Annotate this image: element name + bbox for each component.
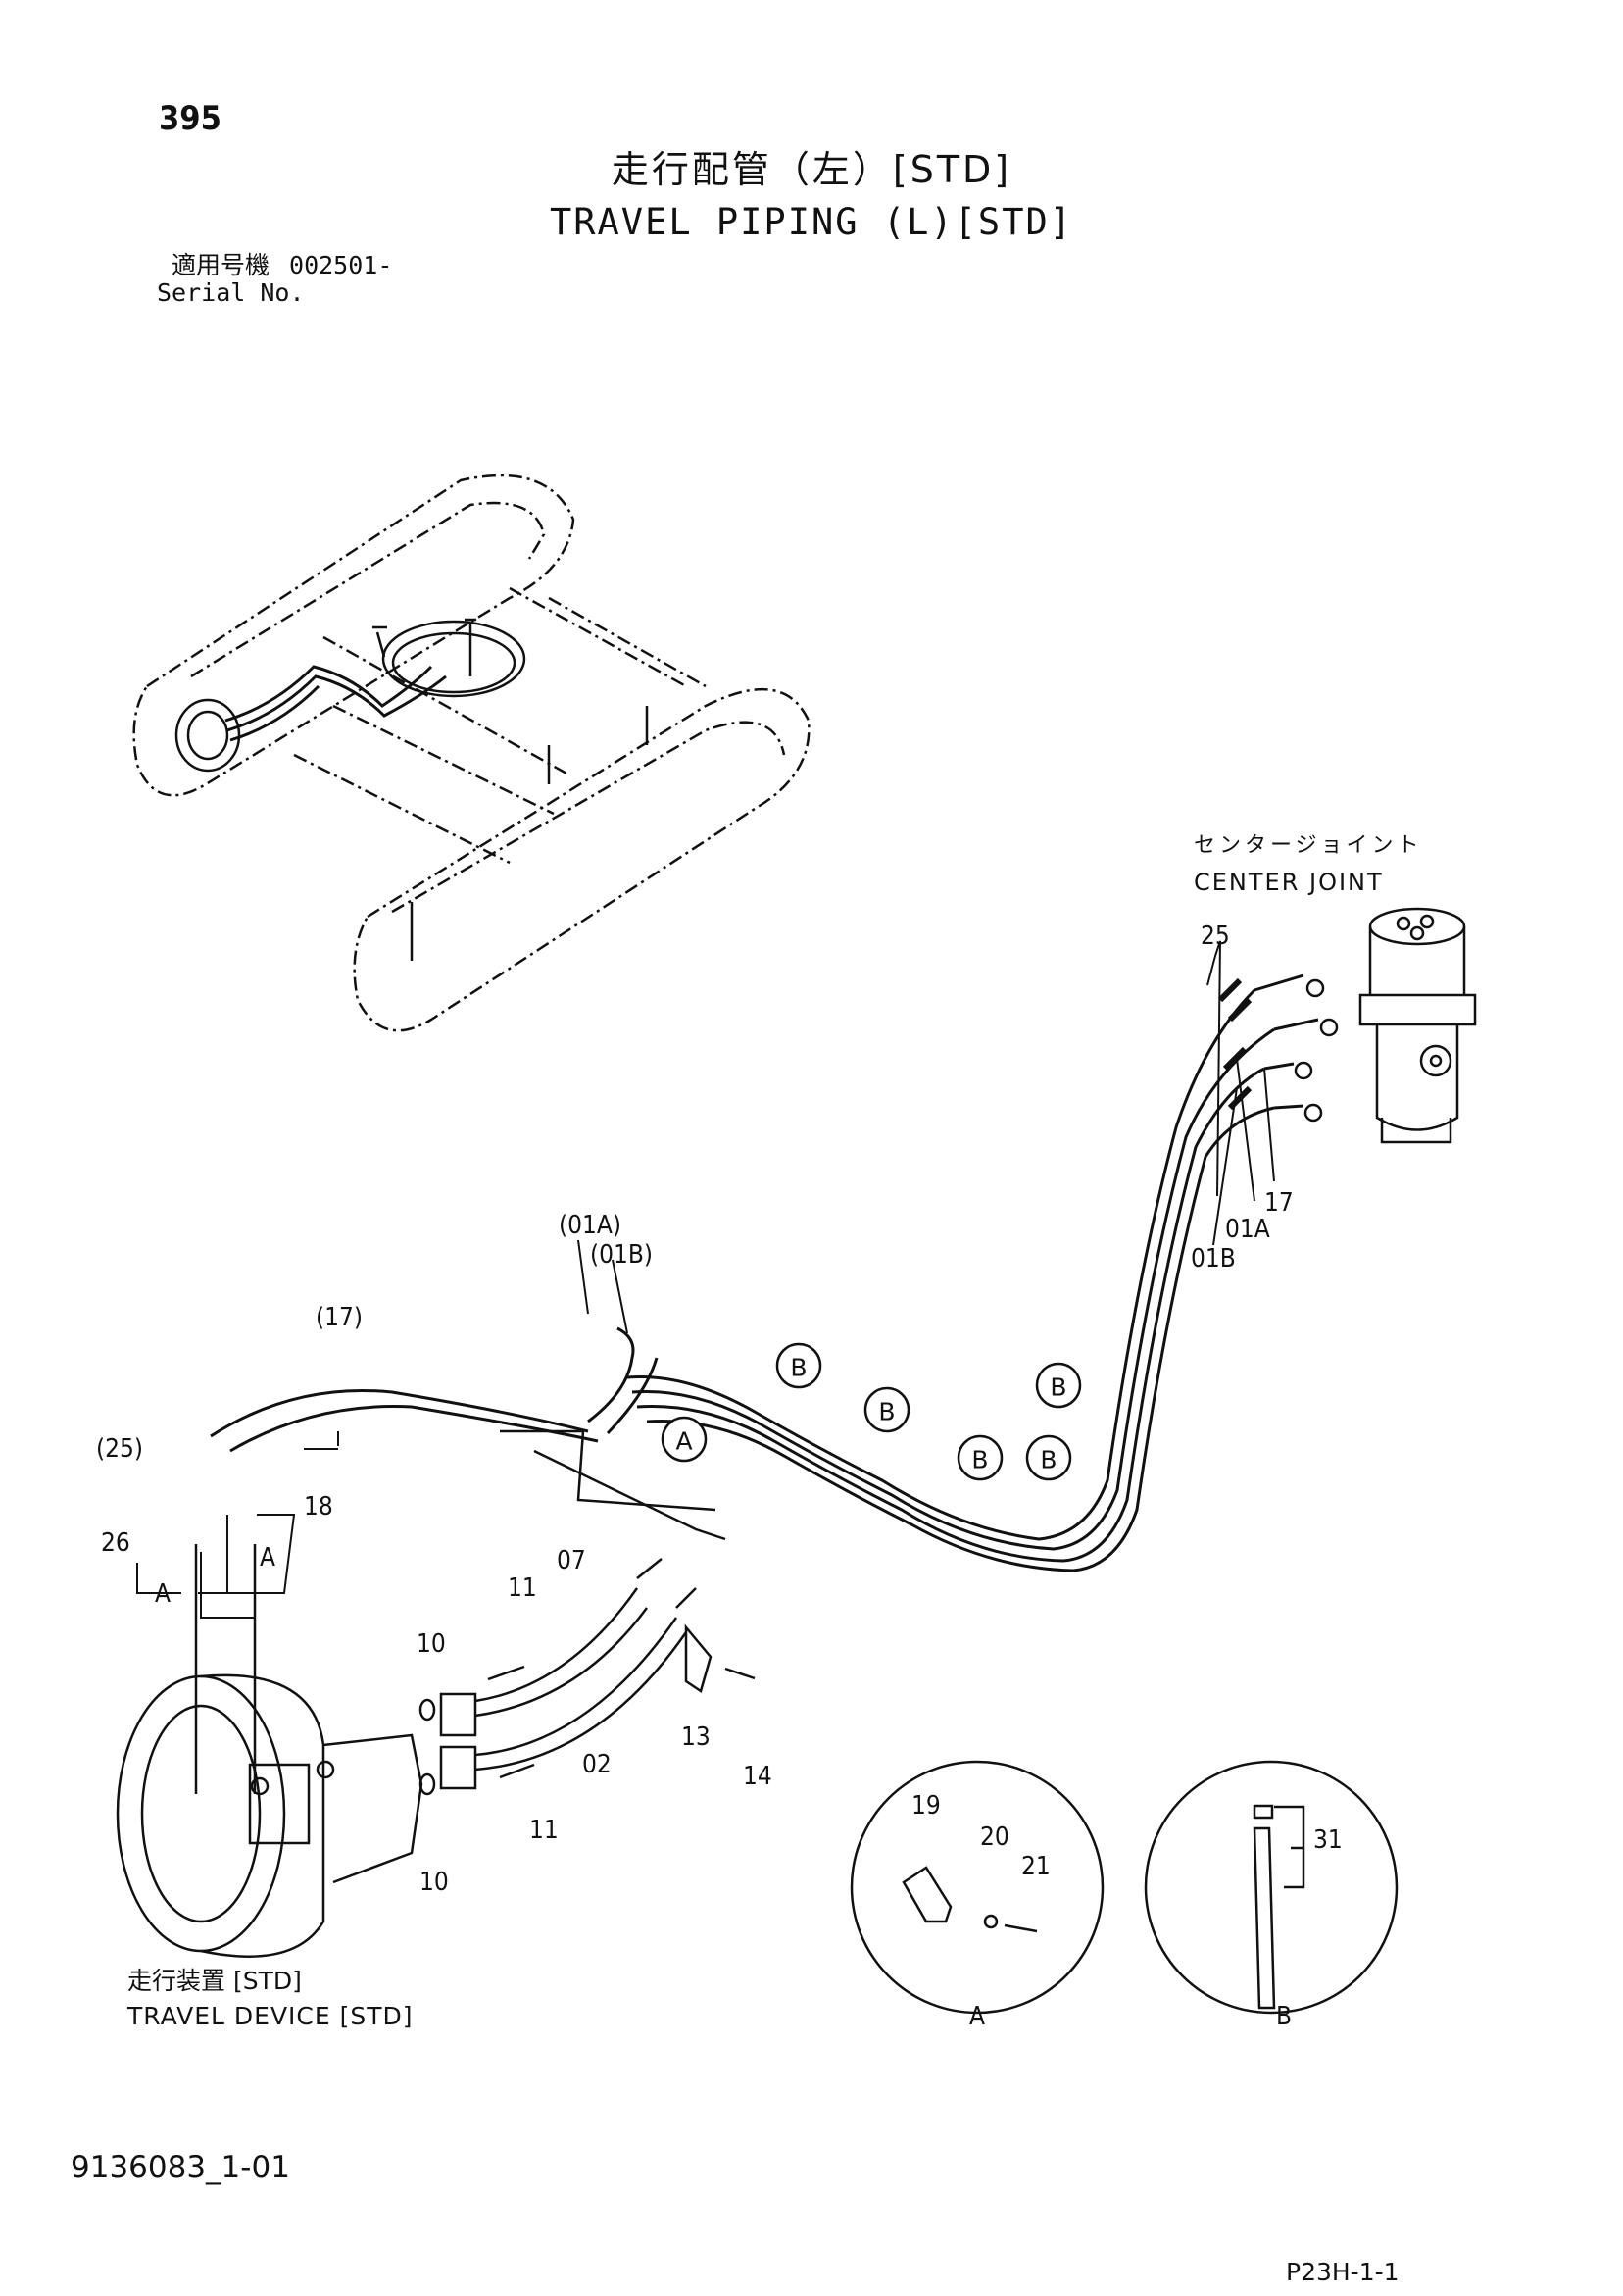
- center-joint-label-english: CENTER JOINT: [1194, 869, 1384, 896]
- label-detail-b: B: [1276, 2002, 1292, 2031]
- label-25: 25: [1201, 922, 1230, 951]
- label-07: 07: [557, 1546, 586, 1575]
- center-joint-label-japanese: センタージョイント: [1194, 833, 1423, 858]
- label-01a: 01A: [1225, 1215, 1270, 1244]
- label-18: 18: [304, 1492, 333, 1522]
- label-detail-a: A: [969, 2002, 985, 2031]
- document-number: 9136083_1-01: [71, 2150, 290, 2185]
- travel-device-label-japanese: 走行装置 [STD]: [127, 1967, 302, 1995]
- label-01a-paren: (01A): [559, 1211, 621, 1240]
- circle-callout-b1-text: B: [790, 1354, 807, 1382]
- label-a-right: A: [260, 1543, 275, 1572]
- page-code: P23H-1-1: [1286, 2258, 1400, 2286]
- label-11-bottom: 11: [529, 1816, 559, 1845]
- serial-label-jp: 適用号機: [172, 251, 270, 279]
- label-17: 17: [1264, 1188, 1294, 1218]
- circle-callout-b3-text: B: [971, 1446, 988, 1474]
- page-number: 395: [159, 99, 221, 138]
- circle-callout-b2-text: B: [878, 1398, 895, 1426]
- circle-callout-b4-text: B: [1040, 1446, 1057, 1474]
- travel-device-label-english: TRAVEL DEVICE [STD]: [127, 2002, 414, 2030]
- label-25-paren: (25): [96, 1434, 143, 1464]
- serial-label-japanese: 適用号機 002501-: [172, 253, 392, 277]
- label-31: 31: [1313, 1825, 1343, 1855]
- label-13: 13: [681, 1722, 711, 1752]
- circle-callout-a1-text: A: [675, 1427, 692, 1456]
- circle-callout-b5-text: B: [1050, 1373, 1066, 1402]
- label-10-top: 10: [417, 1629, 446, 1659]
- pipes-07-02: [418, 1429, 756, 1796]
- part-labels: 25 01A 17 01B (01A) (01B) (17) (25) 26 1…: [96, 922, 1343, 2031]
- detail-circles: [850, 1760, 1399, 2015]
- label-11-top: 11: [508, 1573, 537, 1603]
- circle-callout-b1: [775, 1342, 822, 1389]
- label-17-paren: (17): [316, 1303, 363, 1332]
- label-01b: 01B: [1191, 1244, 1236, 1273]
- label-14: 14: [743, 1762, 772, 1791]
- leader-lines: [136, 940, 1275, 1686]
- undercarriage-overview: [132, 474, 811, 1032]
- title-english: TRAVEL PIPING (L)[STD]: [549, 201, 1074, 243]
- circle-callout-a1: [661, 1416, 708, 1463]
- label-10-bottom: 10: [419, 1868, 449, 1897]
- label-01b-paren: (01B): [590, 1240, 653, 1270]
- serial-value: 002501-: [289, 251, 393, 279]
- center-joint: [1294, 907, 1477, 1144]
- serial-label-english: Serial No.: [157, 278, 305, 307]
- hose-bundle: [210, 973, 1319, 1572]
- circle-callout-b3: [957, 1434, 1004, 1481]
- label-19: 19: [911, 1791, 941, 1821]
- circle-callout-b2: [863, 1386, 910, 1433]
- title-japanese: 走行配管（左）[STD]: [611, 148, 1012, 191]
- travel-device: [116, 1544, 423, 1958]
- circle-callouts: A B B B B B: [661, 1342, 1082, 1481]
- circle-callout-b5: [1035, 1362, 1082, 1409]
- label-26: 26: [101, 1528, 130, 1558]
- label-02: 02: [582, 1750, 612, 1779]
- label-21: 21: [1021, 1852, 1051, 1881]
- circle-callout-b4: [1025, 1434, 1072, 1481]
- label-20: 20: [980, 1822, 1009, 1852]
- label-a-left: A: [155, 1579, 171, 1609]
